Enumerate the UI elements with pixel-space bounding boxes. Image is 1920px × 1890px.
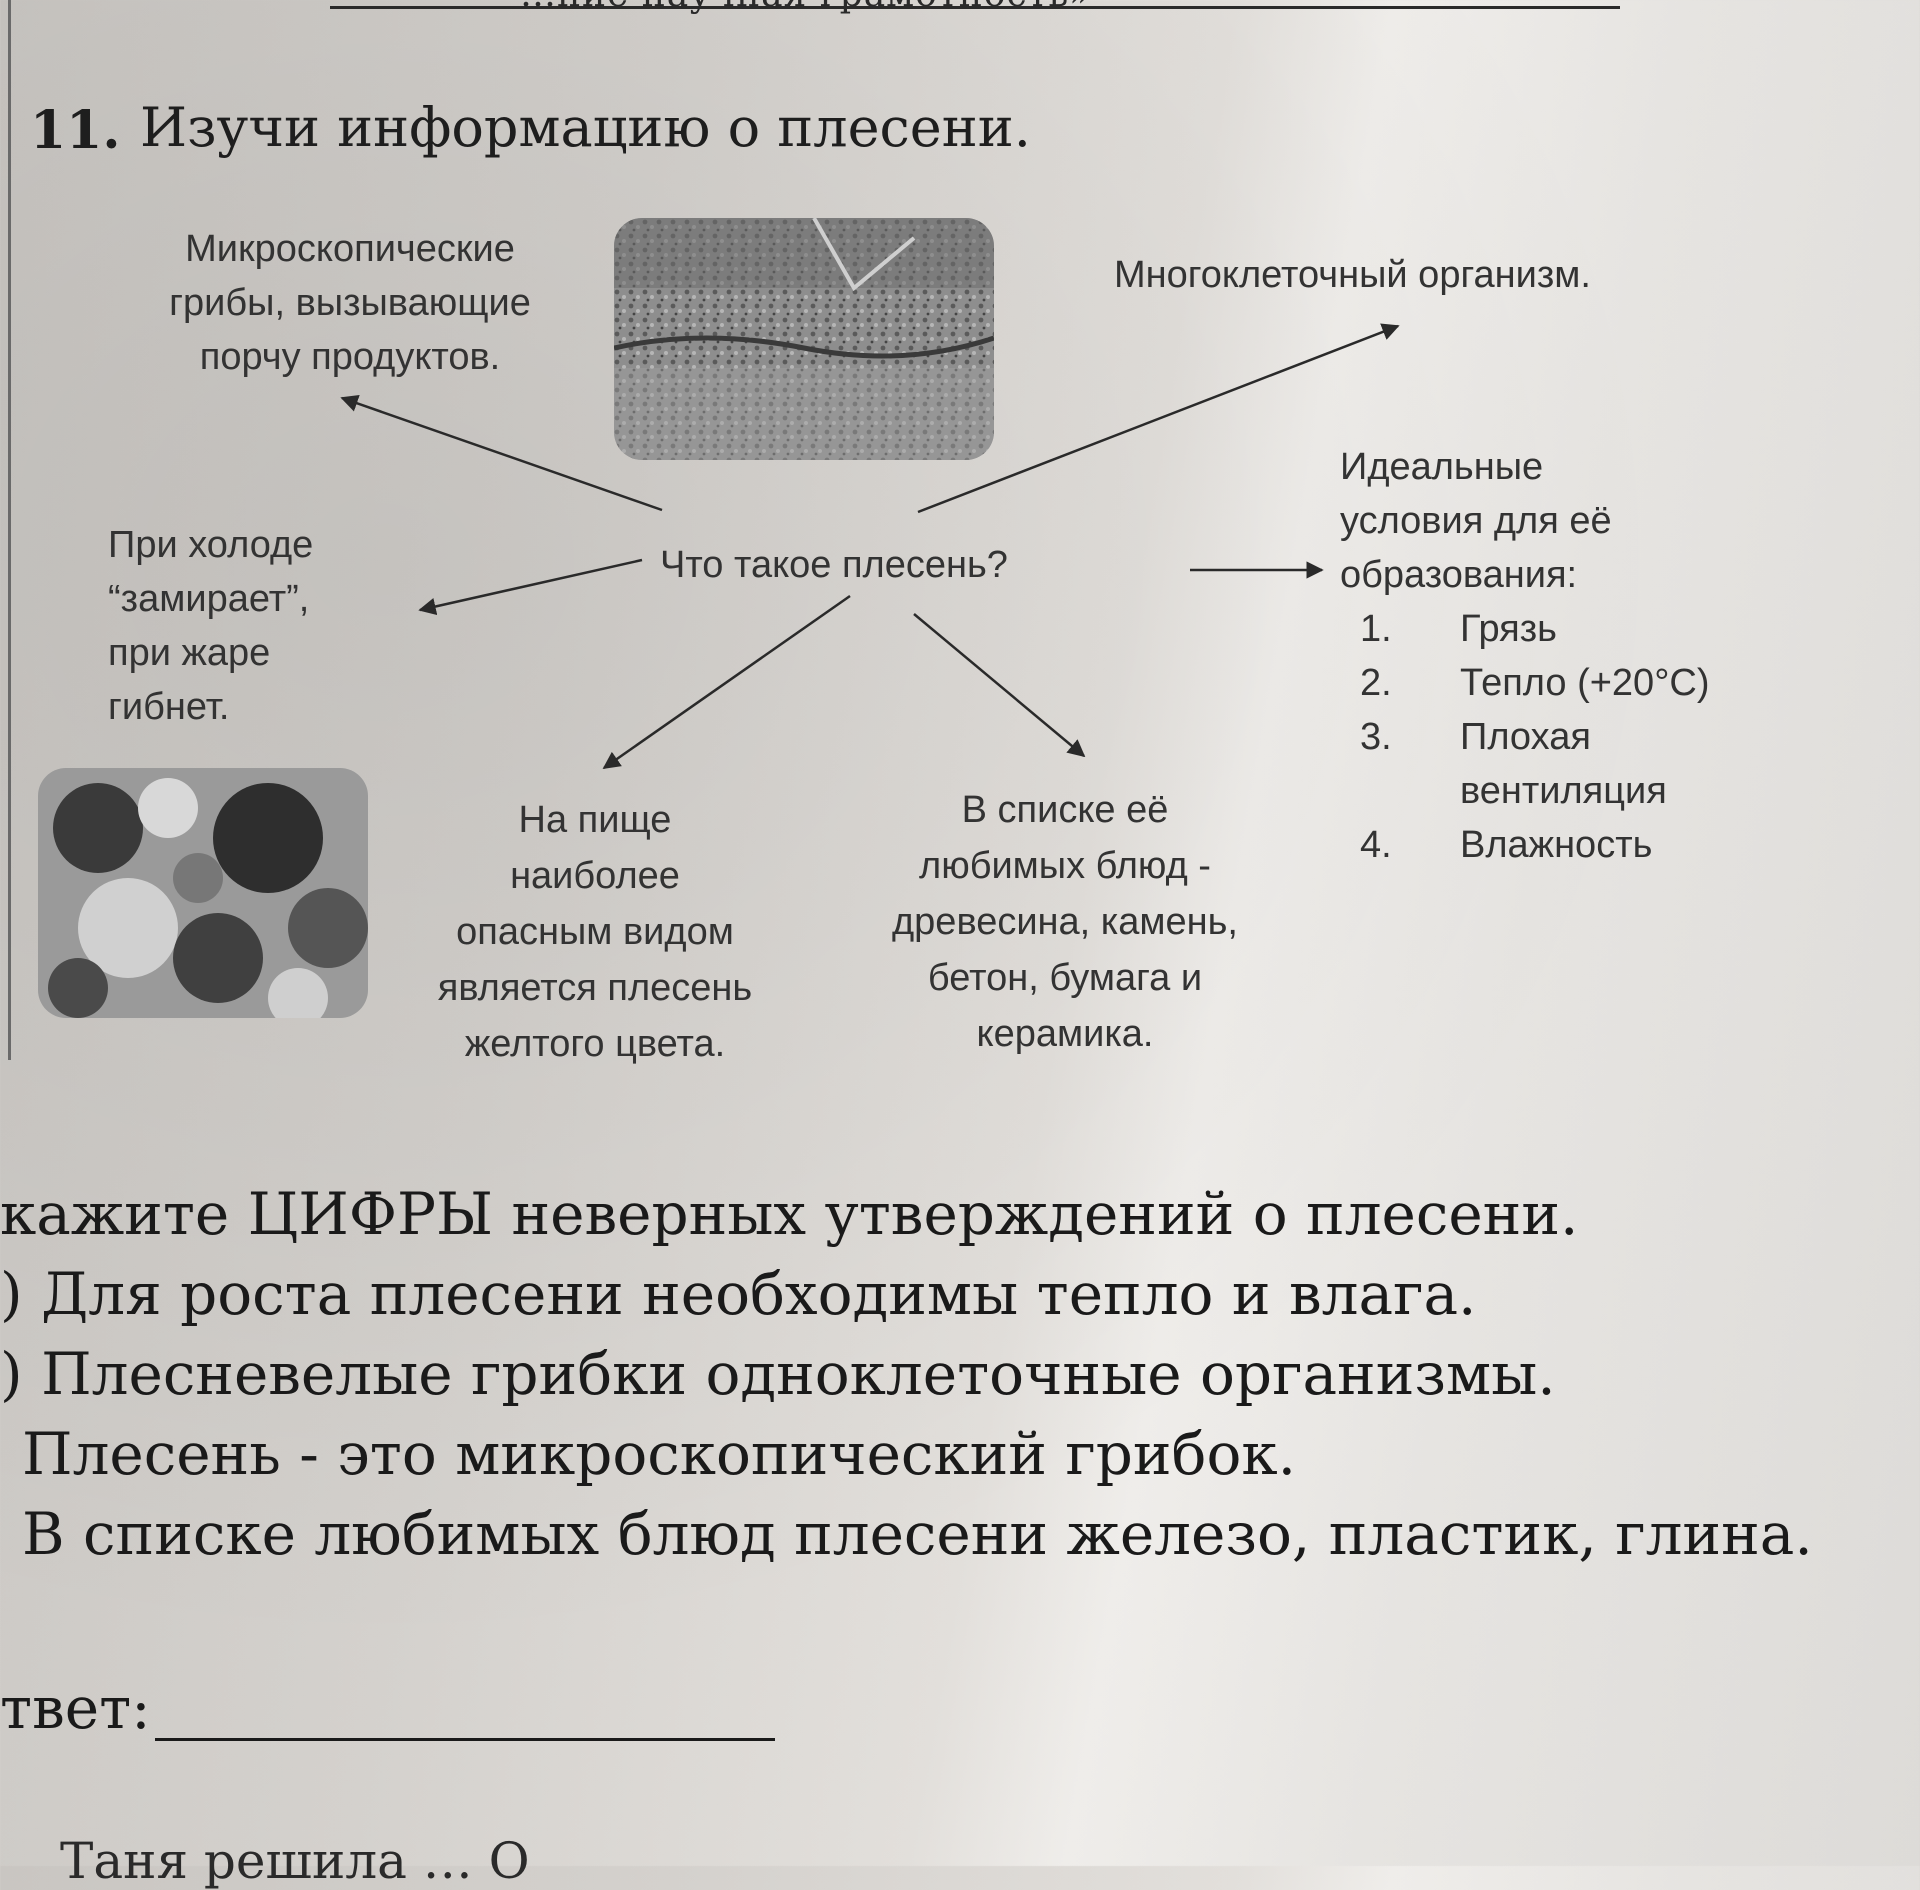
conditions-item-text: Грязь	[1460, 608, 1557, 650]
node-favorites-line: любимых блюд -	[919, 845, 1211, 887]
statement-4: В списке любимых блюд плесени железо, пл…	[22, 1500, 1813, 1568]
statement-3: Плесень - это микроскопический грибок.	[22, 1420, 1297, 1488]
conditions-item-text: Влажность	[1460, 824, 1653, 866]
node-microscopic-line: грибы, вызывающие	[169, 282, 531, 324]
conditions-title-line: образования:	[1340, 554, 1578, 596]
conditions-item-text: Плохая	[1460, 716, 1591, 758]
conditions-item-number: 2.	[1360, 662, 1392, 704]
node-favorites: В списке её любимых блюд - древесина, ка…	[845, 782, 1285, 1062]
conditions-item: 3. Плохая	[1340, 710, 1710, 764]
conditions-title-line: Идеальные	[1340, 446, 1544, 488]
node-favorites-line: бетон, бумага и	[927, 957, 1203, 999]
node-food-line: желтого цвета.	[464, 1023, 726, 1065]
node-cold-line: при жаре	[108, 632, 271, 674]
question-prompt: кажите ЦИФРЫ неверных утверждений о плес…	[0, 1180, 1579, 1248]
node-favorites-line: керамика.	[976, 1013, 1154, 1055]
mold-photo-bottom	[38, 768, 368, 1018]
conditions-item: вентиляция	[1340, 764, 1710, 818]
node-favorites-line: древесина, камень,	[892, 901, 1238, 943]
node-microscopic-line: Микроскопические	[185, 228, 515, 270]
arrow-to-microscopic	[340, 394, 663, 512]
conditions-item-text: вентиляция	[1460, 770, 1667, 812]
node-cold-line: “замирает”,	[108, 578, 310, 620]
left-margin-rule	[8, 0, 11, 1060]
diagram-center: Что такое плесень?	[660, 544, 1008, 586]
node-food-line: опасным видом	[456, 911, 734, 953]
conditions-item: 1. Грязь	[1340, 602, 1710, 656]
arrow-to-multicellular	[917, 323, 1400, 514]
node-food-line: На пище	[518, 799, 672, 841]
header-rule	[330, 6, 1620, 9]
node-cold-line: гибнет.	[108, 686, 230, 728]
statement-2: ) Плесневелые грибки одноклеточные орган…	[0, 1340, 1556, 1408]
node-conditions: Идеальные условия для её образования: 1.…	[1340, 440, 1710, 872]
cut-footer-text: Таня решила … О	[60, 1832, 530, 1890]
node-food-line: является плесень	[437, 967, 753, 1009]
node-cold-line: При холоде	[108, 524, 314, 566]
node-microscopic-line: порчу продуктов.	[199, 336, 501, 378]
conditions-title-line: условия для её	[1340, 500, 1612, 542]
node-food: На пище наиболее опасным видом является …	[380, 792, 810, 1072]
conditions-item: 2. Тепло (+20°С)	[1340, 656, 1710, 710]
conditions-item-number: 1.	[1360, 608, 1392, 650]
arrow-to-food	[602, 594, 851, 770]
statement-1: ) Для роста плесени необходимы тепло и в…	[0, 1260, 1477, 1328]
node-favorites-line: В списке её	[961, 789, 1169, 831]
conditions-item: 4. Влажность	[1340, 818, 1710, 872]
answer-line[interactable]	[155, 1738, 775, 1741]
arrow-to-cold	[418, 558, 643, 616]
conditions-item-number	[1340, 764, 1460, 818]
answer-label: твет:	[0, 1674, 151, 1742]
conditions-list: 1. Грязь 2. Тепло (+20°С) 3. Плохая вентиля…	[1340, 602, 1710, 872]
node-cold: При холоде “замирает”, при жаре гибнет.	[108, 518, 313, 734]
node-multicellular: Многоклеточный организм.	[1114, 254, 1591, 296]
conditions-item-text: Тепло (+20°С)	[1460, 662, 1710, 704]
conditions-item-number: 3.	[1360, 716, 1392, 758]
arrow-to-favorites	[913, 613, 1086, 758]
conditions-item-number: 4.	[1360, 824, 1392, 866]
node-microscopic: Микроскопические грибы, вызывающие порчу…	[110, 222, 590, 384]
mold-photo-top	[614, 218, 994, 460]
node-food-line: наиболее	[510, 855, 680, 897]
task-title: Изучи информацию о плесени.	[140, 96, 1031, 159]
task-number: 11.	[30, 100, 121, 161]
